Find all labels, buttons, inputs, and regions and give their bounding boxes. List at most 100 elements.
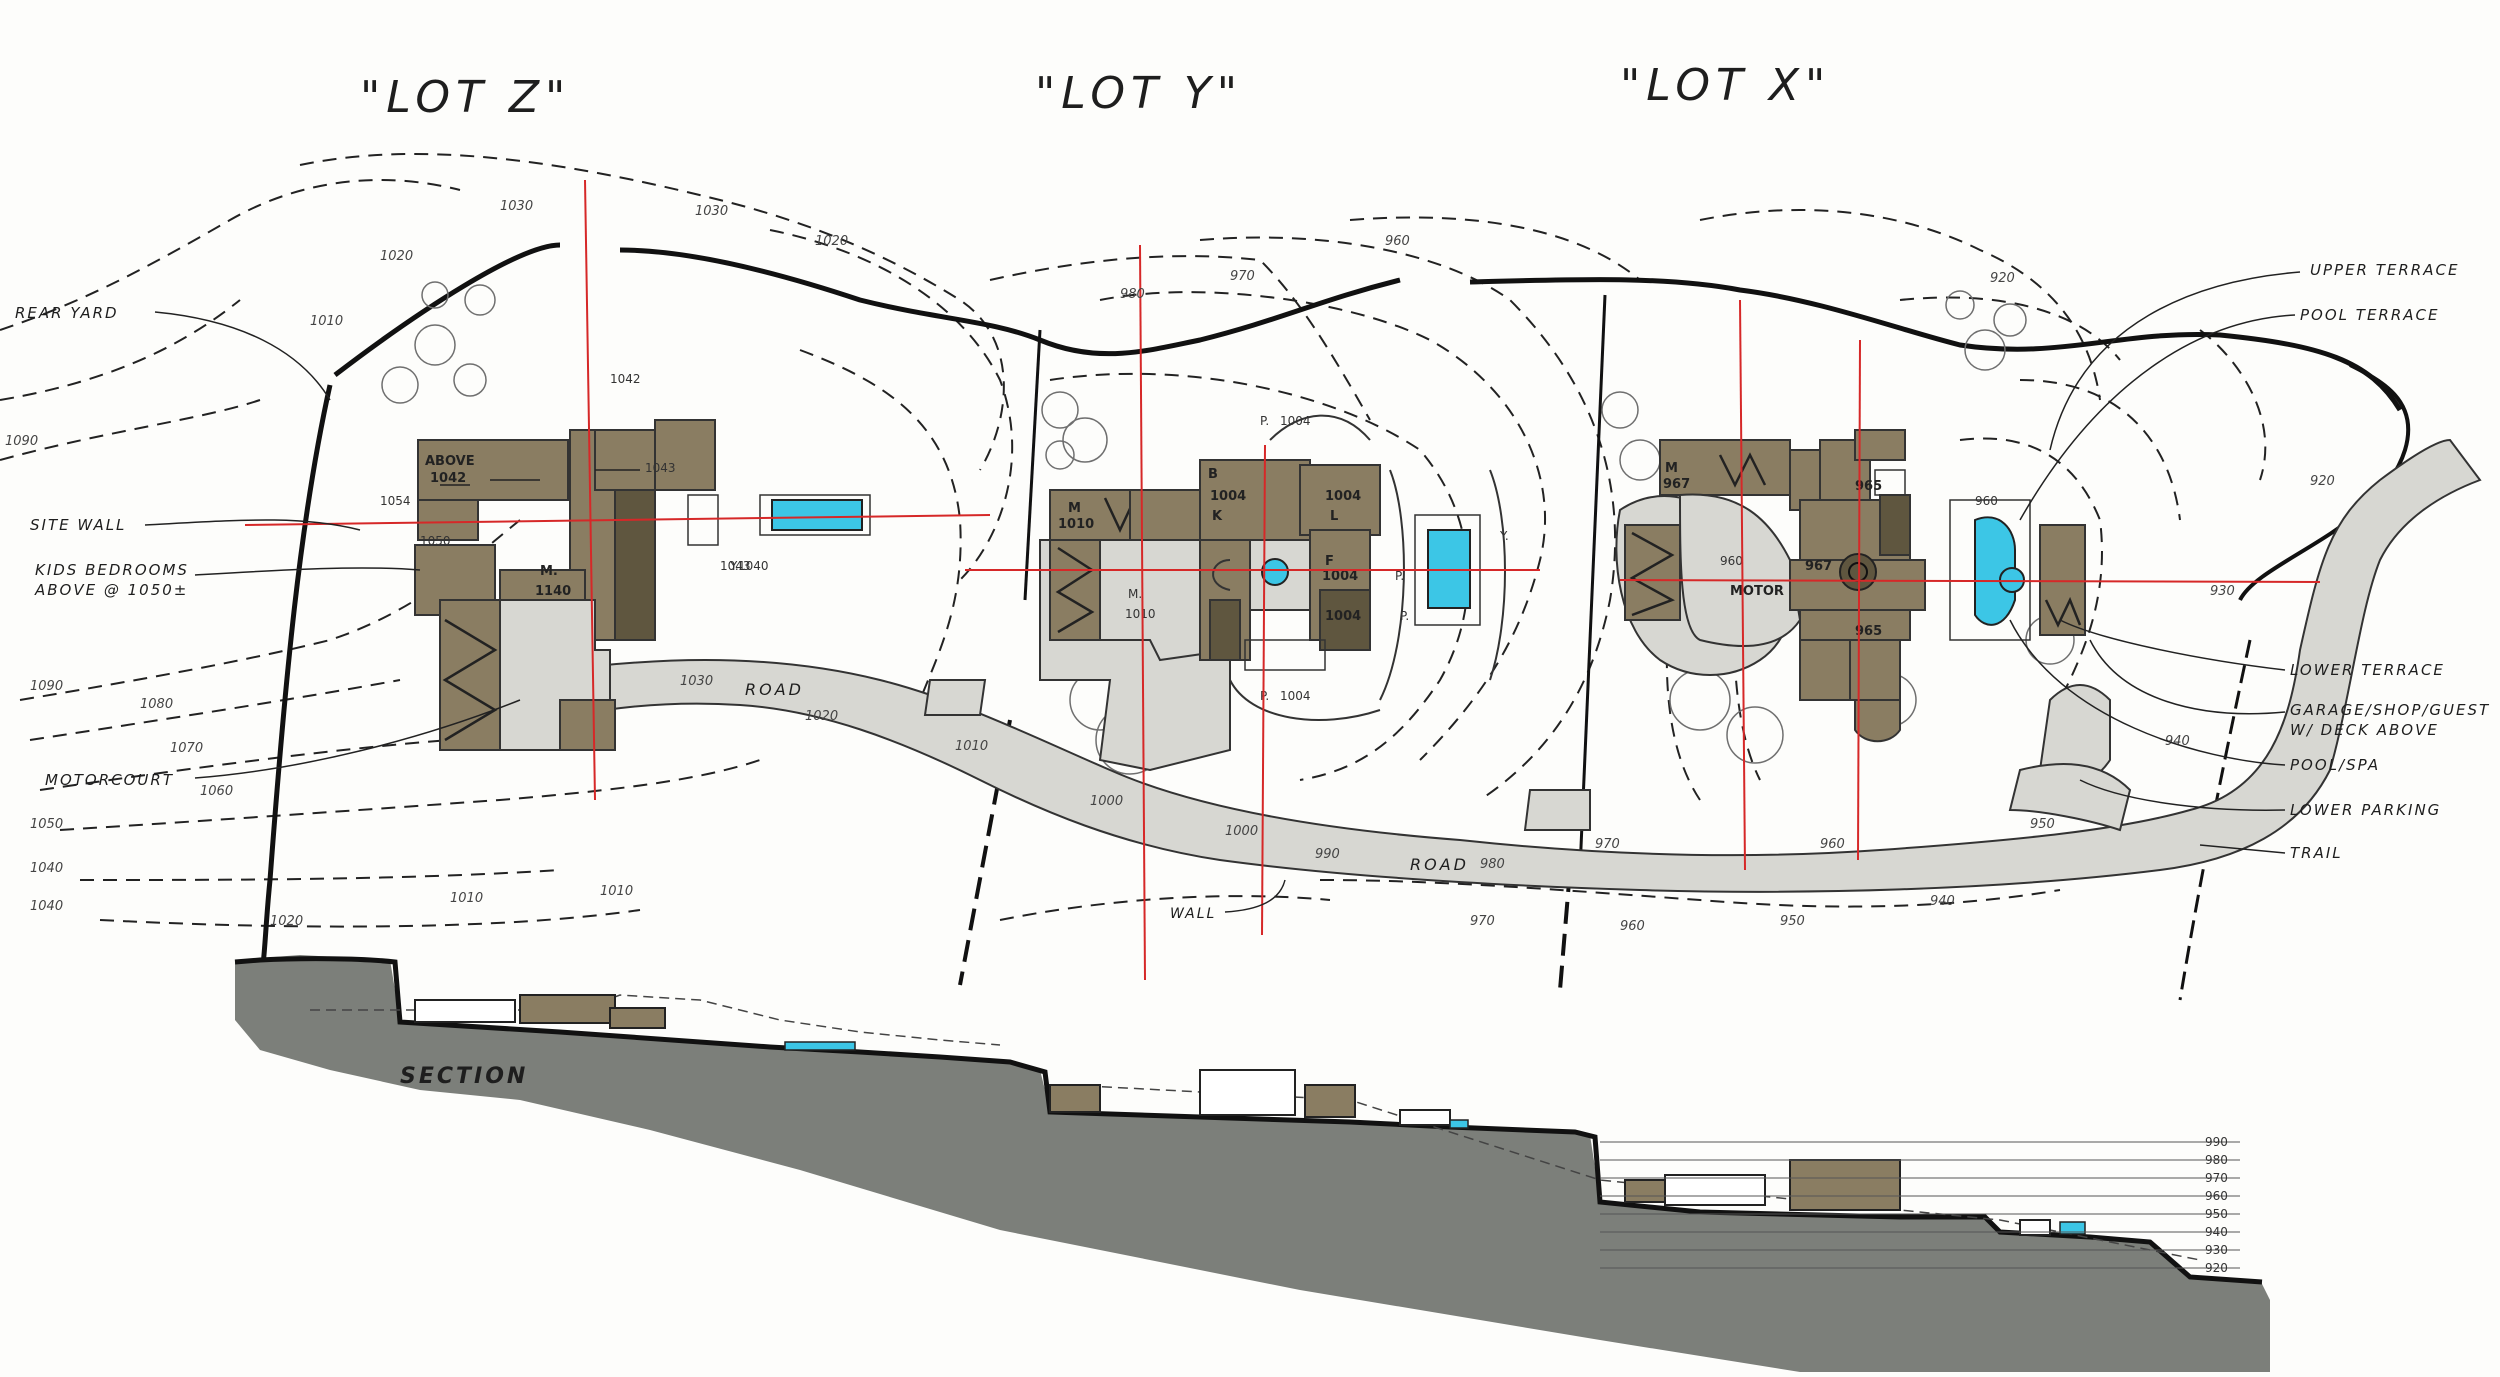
road-label-1: ROAD (745, 680, 804, 699)
svg-text:1054: 1054 (380, 494, 411, 508)
svg-text:1030: 1030 (680, 674, 713, 689)
road-label-2: ROAD (1410, 855, 1469, 874)
svg-text:960: 960 (1720, 554, 1743, 568)
svg-text:930: 930 (2210, 584, 2235, 599)
svg-text:1090: 1090 (5, 434, 38, 449)
left-callouts: REAR YARD SITE WALL KIDS BEDROOMS ABOVE … (15, 304, 521, 789)
callout-pool-spa: POOL/SPA (2290, 756, 2380, 774)
svg-text:1020: 1020 (815, 234, 848, 249)
svg-text:1040: 1040 (30, 861, 63, 876)
lot-z-title: "LOT Z" (360, 72, 571, 123)
svg-text:960: 960 (2205, 1189, 2228, 1203)
lot-z-house: ABOVE 1042 M. 1140 1042 1050 1043 1043 Y… (380, 372, 871, 751)
svg-text:940: 940 (2205, 1225, 2228, 1239)
svg-text:M.: M. (1128, 587, 1142, 601)
svg-text:1140: 1140 (535, 584, 571, 599)
svg-text:960: 960 (1820, 837, 1845, 852)
svg-text:940: 940 (1930, 894, 1955, 909)
svg-text:1070: 1070 (170, 741, 203, 756)
svg-text:K: K (1212, 509, 1223, 524)
site-section: SECTION (234, 955, 2270, 1372)
svg-text:Y.: Y. (1499, 529, 1509, 543)
svg-text:980: 980 (1480, 857, 1505, 872)
contour-labels: 1090 1090 1080 1070 1060 1050 1040 1040 … (5, 199, 2335, 934)
section-title: SECTION (400, 1064, 528, 1089)
svg-text:990: 990 (2205, 1135, 2228, 1149)
callout-garage: GARAGE/SHOP/GUEST (2290, 701, 2490, 719)
svg-text:1040: 1040 (738, 559, 769, 573)
svg-text:P.: P. (1260, 414, 1269, 428)
svg-text:1004: 1004 (1280, 414, 1311, 428)
lot-x-spa (1999, 567, 2025, 593)
svg-text:B: B (1208, 467, 1218, 482)
svg-text:920: 920 (2205, 1261, 2228, 1275)
callout-trail: TRAIL (2290, 844, 2343, 862)
svg-text:970: 970 (1470, 914, 1495, 929)
callout-lower-terrace: LOWER TERRACE (2290, 661, 2445, 679)
svg-text:1020: 1020 (805, 709, 838, 724)
svg-text:1004: 1004 (1210, 489, 1246, 504)
svg-text:970: 970 (1230, 269, 1255, 284)
right-callouts: UPPER TERRACE POOL TERRACE LOWER TERRACE… (2009, 261, 2490, 862)
svg-text:930: 930 (2205, 1243, 2228, 1257)
section-scale-labels: 990 980 970 960 950 940 930 920 (2205, 1135, 2228, 1275)
svg-text:1090: 1090 (30, 679, 63, 694)
lot-x-title: "LOT X" (1620, 60, 1831, 111)
contour-lines (0, 153, 2301, 928)
svg-text:1060: 1060 (200, 784, 233, 799)
svg-text:970: 970 (2205, 1171, 2228, 1185)
svg-text:MOTOR: MOTOR (1730, 584, 1784, 599)
svg-text:1043: 1043 (645, 461, 676, 475)
callout-upper-terrace: UPPER TERRACE (2310, 261, 2459, 279)
svg-text:1004: 1004 (1322, 569, 1358, 584)
svg-text:Y.: Y. (729, 559, 739, 573)
callout-rear-yard: REAR YARD (15, 304, 119, 322)
svg-text:1010: 1010 (1058, 517, 1094, 532)
svg-text:1010: 1010 (310, 314, 343, 329)
svg-text:1010: 1010 (600, 884, 633, 899)
svg-text:965: 965 (1855, 624, 1882, 639)
svg-text:967: 967 (1663, 477, 1690, 492)
svg-text:1020: 1020 (380, 249, 413, 264)
svg-text:ABOVE: ABOVE (425, 454, 475, 469)
svg-text:1080: 1080 (140, 697, 173, 712)
lot-x-pool (1974, 516, 2016, 626)
svg-text:1050: 1050 (420, 534, 451, 548)
svg-text:1050: 1050 (30, 817, 63, 832)
svg-text:M: M (1665, 461, 1678, 476)
svg-text:950: 950 (1780, 914, 1805, 929)
svg-text:1042: 1042 (610, 372, 641, 386)
callout-pool-terrace: POOL TERRACE (2300, 306, 2439, 324)
svg-text:1020: 1020 (270, 914, 303, 929)
callout-garage-line-2: W/ DECK ABOVE (2290, 721, 2439, 739)
lot-z-pool (771, 499, 863, 531)
svg-text:M: M (1068, 501, 1081, 516)
svg-text:1004: 1004 (1325, 609, 1361, 624)
property-boundary (257, 242, 2411, 1001)
svg-text:960: 960 (1620, 919, 1645, 934)
lot-x-house: M 967 MOTOR 960 965 967 965 960 (1624, 429, 2086, 743)
svg-text:1042: 1042 (430, 471, 466, 486)
axis-lines (244, 179, 2321, 981)
lot-y-title: "LOT Y" (1035, 68, 1243, 119)
callout-lower-parking: LOWER PARKING (2290, 801, 2441, 819)
svg-text:980: 980 (1120, 287, 1145, 302)
svg-text:1030: 1030 (500, 199, 533, 214)
svg-text:940: 940 (2165, 734, 2190, 749)
svg-text:980: 980 (2205, 1153, 2228, 1167)
svg-text:1010: 1010 (450, 891, 483, 906)
svg-text:967: 967 (1805, 559, 1832, 574)
callout-motorcourt: MOTORCOURT (45, 771, 174, 789)
svg-text:1000: 1000 (1225, 824, 1258, 839)
svg-text:920: 920 (1990, 271, 2015, 286)
svg-text:960: 960 (1385, 234, 1410, 249)
callout-kids-bedrooms-level: ABOVE @ 1050± (34, 581, 188, 599)
svg-text:P.: P. (1400, 609, 1409, 623)
svg-text:P.: P. (1260, 689, 1269, 703)
svg-text:970: 970 (1595, 837, 1620, 852)
svg-text:1043: 1043 (720, 559, 751, 573)
svg-text:1030: 1030 (695, 204, 728, 219)
svg-text:920: 920 (2310, 474, 2335, 489)
